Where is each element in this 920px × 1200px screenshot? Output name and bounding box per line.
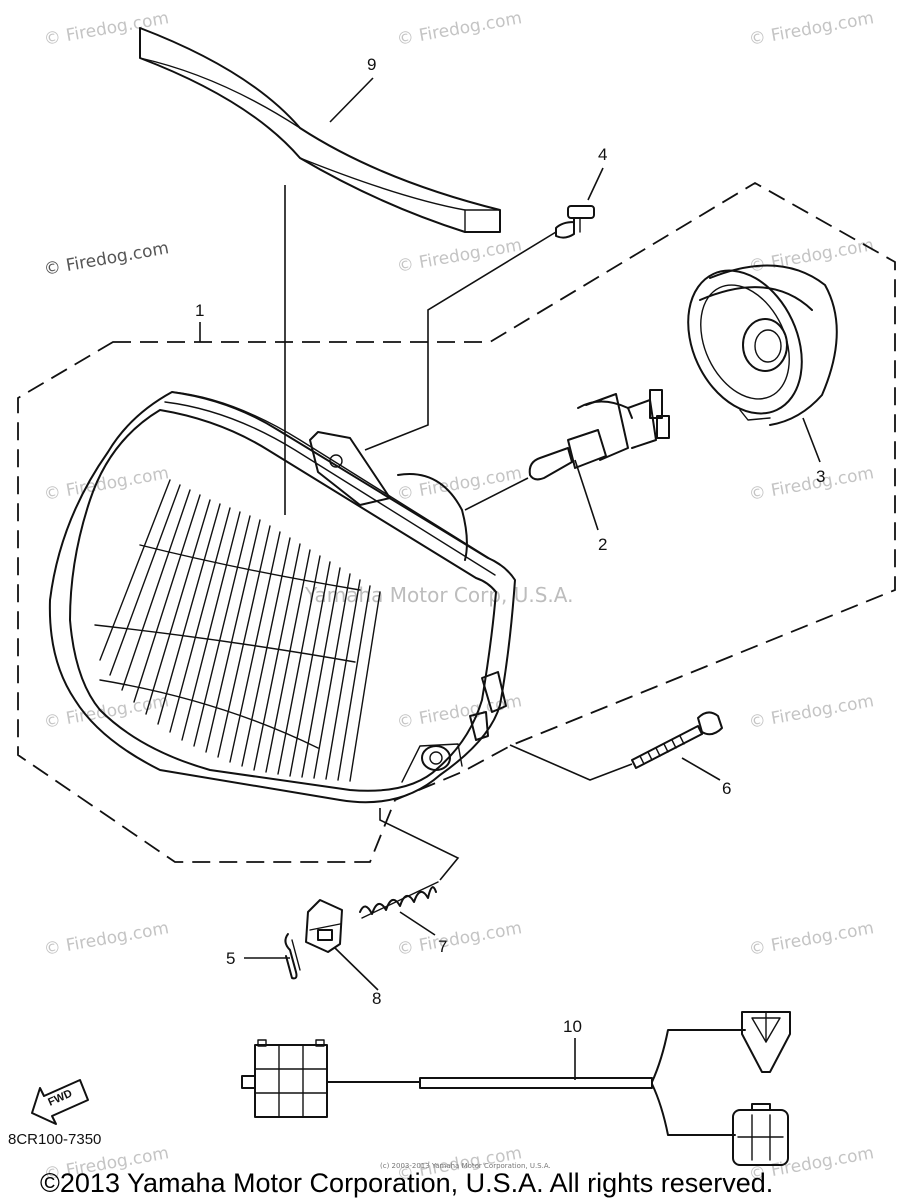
diagram-code: 8CR100-7350 <box>8 1131 101 1148</box>
fwd-label: FWD <box>46 1088 74 1109</box>
callout-5: 5 <box>226 949 235 968</box>
callout-numbers: 9 4 1 3 2 6 7 5 8 10 <box>195 55 825 1036</box>
firedog-watermark: © Firedog.com <box>747 918 875 960</box>
part-9-visor <box>139 27 501 233</box>
firedog-watermark: © Firedog.com <box>395 235 523 277</box>
firedog-watermark: © Firedog.com <box>42 918 170 960</box>
leader-lines <box>199 77 821 1080</box>
part-7-spring <box>359 881 439 919</box>
part-2-bulb <box>528 389 670 481</box>
firedog-watermark-dark: © Firedog.com <box>42 238 170 280</box>
part-8-clip <box>305 899 343 953</box>
callout-9: 9 <box>367 55 376 74</box>
part-4-grommet <box>555 205 595 239</box>
part-3-bulb-cover <box>687 264 838 426</box>
callout-4: 4 <box>598 145 607 164</box>
firedog-watermark: © Firedog.com <box>395 918 523 960</box>
part-6-screw <box>631 711 723 769</box>
firedog-watermark: © Firedog.com <box>747 235 875 277</box>
callout-1: 1 <box>195 301 204 320</box>
assembly-outline <box>17 181 896 863</box>
firedog-watermark: © Firedog.com <box>747 691 875 733</box>
firedog-watermark: © Firedog.com <box>42 463 170 505</box>
part-10-harness <box>241 1011 791 1166</box>
tiny-watermark: (c) 2003-2013 Yamaha Motor Corporation, … <box>380 1162 551 1170</box>
fwd-arrow: FWD <box>31 1079 89 1125</box>
callout-10: 10 <box>563 1017 582 1036</box>
copyright-notice: ©2013 Yamaha Motor Corporation, U.S.A. A… <box>40 1168 773 1198</box>
callout-3: 3 <box>816 467 825 486</box>
firedog-watermark: © Firedog.com <box>747 463 875 505</box>
callout-7: 7 <box>438 937 447 956</box>
firedog-watermark: © Firedog.com <box>395 8 523 50</box>
part-1-headlight <box>48 391 516 804</box>
callout-2: 2 <box>598 535 607 554</box>
callout-6: 6 <box>722 779 731 798</box>
callout-8: 8 <box>372 989 381 1008</box>
firedog-watermark: © Firedog.com <box>42 8 170 50</box>
part-5-pin <box>284 933 301 980</box>
firedog-watermark: © Firedog.com <box>395 463 523 505</box>
firedog-watermark: © Firedog.com <box>747 8 875 50</box>
center-watermark: Yamaha Motor Corp, U.S.A. <box>304 583 573 607</box>
